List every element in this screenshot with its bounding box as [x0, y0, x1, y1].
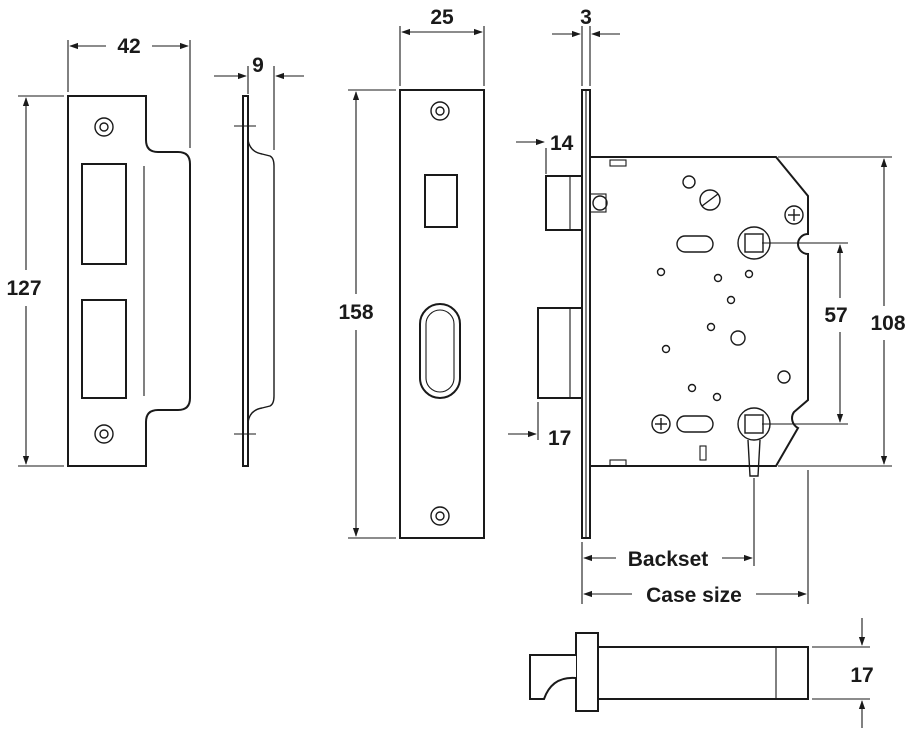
dimension-label: 17 — [850, 664, 873, 687]
dimension-label: 25 — [430, 6, 454, 29]
dimension-strike-width: 42 — [67, 35, 191, 148]
dimension-label: Backset — [628, 548, 709, 571]
dead-bolt — [537, 307, 583, 399]
screw-hole — [430, 506, 450, 526]
dimension-strike-depth: 9 — [214, 54, 304, 150]
lock-internal-details — [589, 175, 804, 477]
dimension-label: 158 — [338, 301, 373, 324]
dimension-forend-thickness: 3 — [552, 6, 620, 86]
dimension-label: 3 — [580, 6, 592, 29]
strike-plate-front — [67, 95, 191, 467]
strike-plate-side — [234, 95, 275, 467]
dimension-latch-projection: 14 — [516, 132, 574, 174]
dimension-backset: Backset — [581, 478, 755, 604]
screw-hole — [430, 101, 450, 121]
dimension-bolt-projection: 17 — [508, 402, 571, 450]
dimension-bottom-thickness: 17 — [812, 618, 874, 728]
dimension-label: 127 — [6, 277, 41, 300]
dimension-label: 57 — [824, 304, 847, 327]
dimension-spindle-to-keyhole: 57 — [762, 242, 848, 425]
dimension-forend-width: 25 — [399, 6, 485, 86]
dimension-forend-height: 158 — [338, 89, 396, 539]
lock-case-body — [589, 156, 809, 467]
dimension-label: 108 — [870, 312, 905, 335]
screw-hole — [94, 424, 114, 444]
lock-forend-edge — [581, 89, 591, 539]
forend-plate — [399, 89, 485, 539]
fixing-screw — [651, 414, 671, 434]
dimension-label: Case size — [646, 584, 742, 607]
dimension-case-size: Case size — [583, 470, 809, 607]
dimension-label: 9 — [252, 54, 264, 77]
dimension-label: 14 — [550, 132, 574, 155]
dimension-case-height: 108 — [778, 156, 906, 467]
dimension-label: 42 — [117, 35, 140, 58]
dimension-strike-height: 127 — [6, 95, 64, 467]
fixing-screw — [784, 205, 804, 225]
screw-hole — [94, 117, 114, 137]
dimension-label: 17 — [548, 427, 571, 450]
latch-bolt — [545, 175, 583, 231]
lock-bottom-view — [529, 632, 809, 712]
